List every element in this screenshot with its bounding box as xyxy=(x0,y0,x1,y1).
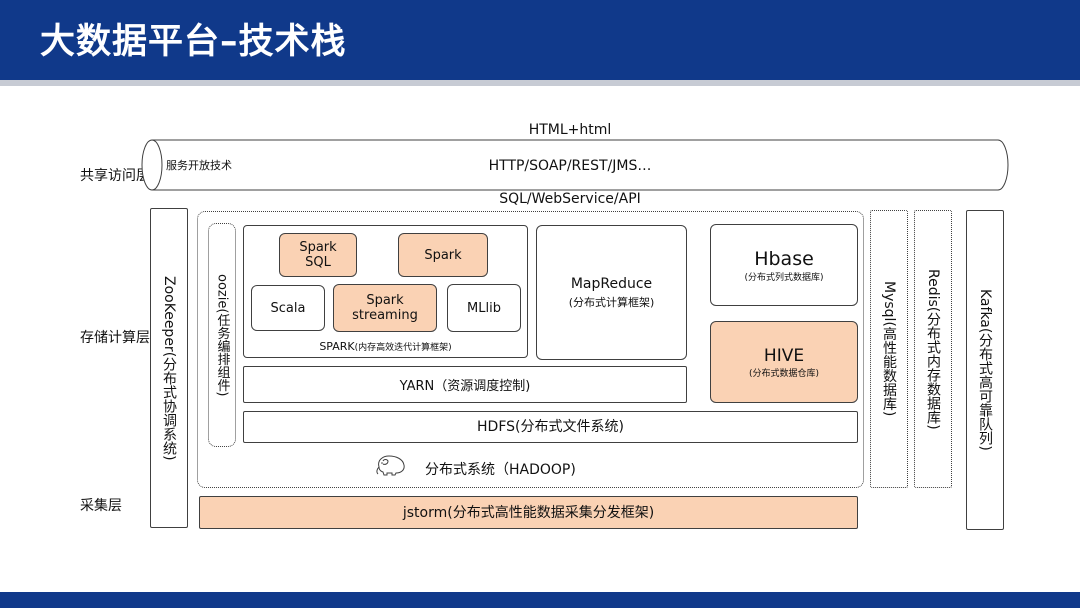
hbase-box: Hbase (分布式列式数据库) xyxy=(710,224,858,306)
spark-caption-main: SPARK xyxy=(319,340,355,353)
service-open-label: 服务开放技术 xyxy=(166,159,232,172)
hdfs-label: HDFS(分布式文件系统) xyxy=(477,419,624,435)
mapreduce-desc: (分布式计算框架) xyxy=(568,295,655,309)
header-bar xyxy=(0,0,1080,80)
spark-streaming-label: Spark streaming xyxy=(352,293,418,323)
kafka-label: Kafka(分布式高可靠队列) xyxy=(977,289,993,451)
page-title: 大数据平台–技术栈 xyxy=(40,22,347,62)
spark-streaming-box: Spark streaming xyxy=(333,284,437,332)
hadoop-elephant-icon xyxy=(376,455,405,476)
header-divider xyxy=(0,80,1080,86)
oozie-label: oozie(任务编排组件) xyxy=(214,273,230,397)
yarn-label: YARN（资源调度控制) xyxy=(399,379,531,394)
jstorm-box: jstorm(分布式高性能数据采集分发框架) xyxy=(199,496,858,529)
mapreduce-label: MapReduce xyxy=(570,275,653,292)
html-label: HTML+html xyxy=(528,122,612,138)
layer-label-collection: 采集层 xyxy=(80,498,122,514)
zookeeper-label: ZooKeeper(分布式协调系统) xyxy=(161,275,177,461)
scala-label: Scala xyxy=(270,300,306,316)
mapreduce-box: MapReduce (分布式计算框架) xyxy=(536,225,687,360)
footer-bar xyxy=(0,592,1080,608)
spark-caption: SPARK(内存高效迭代计算框架) xyxy=(243,340,528,353)
redis-box: Redis(分布式内存数据库) xyxy=(914,210,952,488)
spark-sql-label: Spark SQL xyxy=(299,240,337,270)
zookeeper-box: ZooKeeper(分布式协调系统) xyxy=(150,208,188,528)
yarn-box: YARN（资源调度控制) xyxy=(243,366,687,403)
api-label: SQL/WebService/API xyxy=(470,191,670,207)
kafka-box: Kafka(分布式高可靠队列) xyxy=(966,210,1004,530)
spark-caption-sub: (内存高效迭代计算框架) xyxy=(354,343,452,353)
hbase-label: Hbase xyxy=(754,247,814,270)
spark-sql-box: Spark SQL xyxy=(279,233,357,277)
mllib-label: MLlib xyxy=(467,300,501,316)
hdfs-box: HDFS(分布式文件系统) xyxy=(243,411,858,443)
hadoop-label: 分布式系统（HADOOP) xyxy=(425,462,576,478)
layer-label-access: 共享访问层 xyxy=(80,168,150,184)
mysql-box: Mysql(高性能数据库) xyxy=(870,210,908,488)
layer-label-storage-compute: 存储计算层 xyxy=(80,330,150,346)
mllib-box: MLlib xyxy=(447,284,521,332)
protocols-label: HTTP/SOAP/REST/JMS… xyxy=(488,158,652,174)
hive-box: HIVE (分布式数据仓库) xyxy=(710,321,858,403)
oozie-box: oozie(任务编排组件) xyxy=(208,223,236,447)
spark-box: Spark xyxy=(398,233,488,277)
redis-label: Redis(分布式内存数据库) xyxy=(925,268,941,430)
hbase-desc: (分布式列式数据库) xyxy=(744,272,824,283)
jstorm-label: jstorm(分布式高性能数据采集分发框架) xyxy=(402,504,655,521)
hadoop-container xyxy=(197,211,864,488)
hive-desc: (分布式数据仓库) xyxy=(748,368,820,379)
spark-label: Spark xyxy=(424,247,462,263)
service-cylinder xyxy=(141,139,1009,191)
mysql-label: Mysql(高性能数据库) xyxy=(881,281,897,417)
hive-label: HIVE xyxy=(763,345,805,366)
scala-box: Scala xyxy=(251,285,325,331)
